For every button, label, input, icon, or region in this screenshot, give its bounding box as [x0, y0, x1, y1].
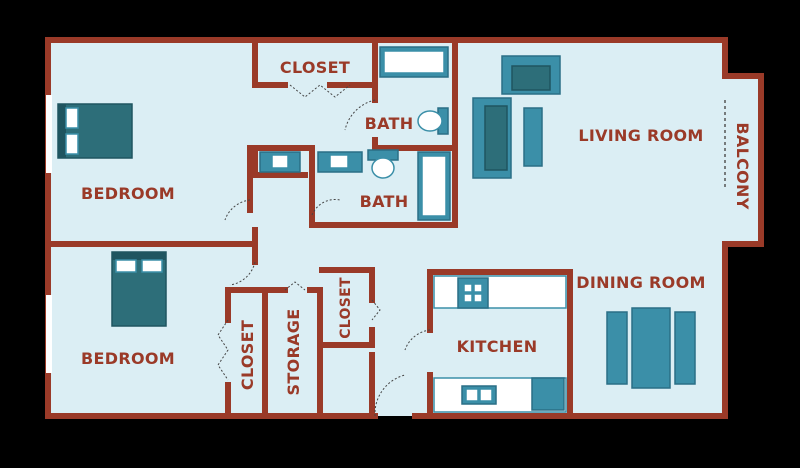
- closet-mid-door: [371, 299, 381, 321]
- label-kitchen: KITCHEN: [457, 337, 538, 356]
- label-living-room: LIVING ROOM: [578, 126, 703, 145]
- bedroom-lower-door: [229, 261, 256, 286]
- vanity-bath-lower: [317, 151, 363, 173]
- kitchen-walls: [427, 269, 573, 419]
- kitchen-door: [404, 329, 431, 351]
- storage-walls: [307, 287, 323, 419]
- dining-table: [606, 307, 696, 389]
- closet-top-walls: [252, 37, 378, 88]
- bath-lower-vanity-wall: [252, 145, 308, 178]
- bathtub-upper: [379, 46, 449, 78]
- toilet-lower: [367, 149, 399, 179]
- label-storage: STORAGE: [284, 309, 303, 396]
- closet-left-walls: [225, 287, 288, 419]
- bath-upper-walls: [372, 37, 458, 151]
- bed-upper: [57, 103, 133, 159]
- window-upper-bedroom: [46, 95, 52, 173]
- bath-upper-door: [344, 99, 376, 131]
- label-dining-room: DINING ROOM: [576, 273, 705, 292]
- bedroom-upper-door: [224, 199, 251, 221]
- entry-door: [374, 374, 406, 417]
- vanity-hall: [259, 151, 301, 173]
- kitchen-counter-top: [433, 275, 567, 309]
- kitchen-counter-bottom: [433, 377, 567, 413]
- window-lower-bedroom: [46, 295, 52, 373]
- closet-mid-walls: [319, 267, 375, 419]
- bedroom-divider-wall: [45, 227, 258, 265]
- label-bath-lower: BATH: [360, 192, 409, 211]
- bathtub-lower: [417, 151, 451, 221]
- label-bedroom-lower: BEDROOM: [81, 349, 175, 368]
- bed-lower: [111, 251, 167, 327]
- label-closet-left: CLOSET: [238, 320, 257, 390]
- armchair: [501, 55, 561, 95]
- balcony-floor: [725, 76, 761, 244]
- storage-door: [284, 281, 306, 291]
- coffee-table: [523, 107, 543, 167]
- toilet-upper: [417, 107, 449, 135]
- sofa: [472, 97, 512, 179]
- label-closet-mid: CLOSET: [338, 277, 354, 339]
- label-balcony: BALCONY: [733, 122, 752, 209]
- label-bedroom-upper: BEDROOM: [81, 184, 175, 203]
- closet-left-door: [217, 319, 229, 381]
- label-bath-upper: BATH: [365, 114, 414, 133]
- label-closet-top: CLOSET: [280, 58, 350, 77]
- closet-top-door: [289, 84, 351, 98]
- bath-lower-door: [311, 199, 341, 216]
